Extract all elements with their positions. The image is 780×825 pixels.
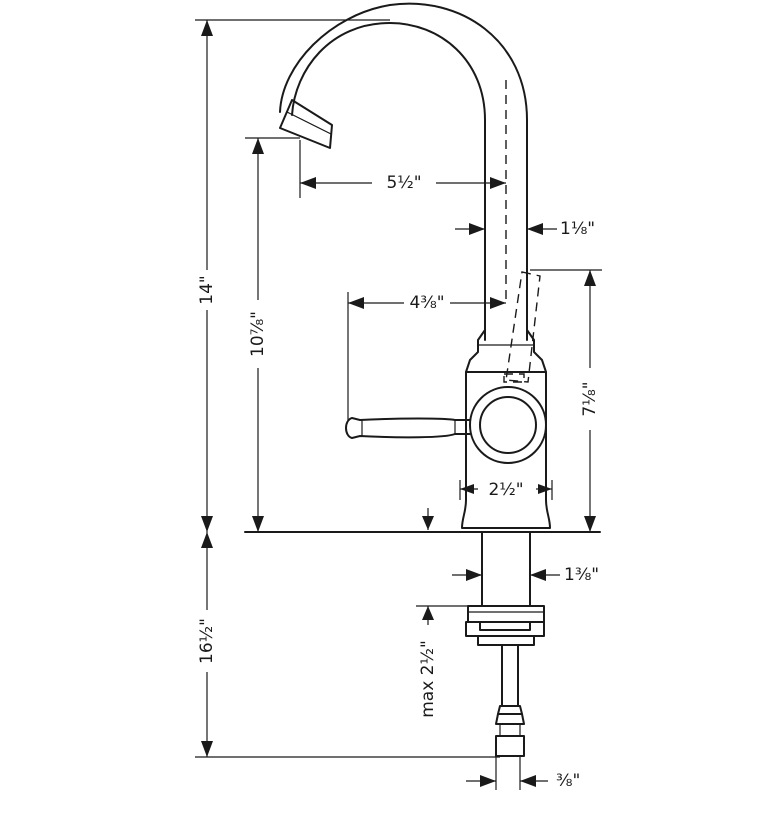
lever-range-dashed [505,271,541,383]
body-collar [465,329,547,373]
label-max-deck-thickness: max 2½" [418,640,438,718]
arrow-shank-left [466,569,482,581]
arrow-lever-top [584,270,596,286]
arrow-supply-left [480,775,496,787]
arrow-spout-height-bottom [252,516,264,532]
supply-crimp-2 [495,713,525,725]
nut-inner [479,621,531,631]
arrow-14-top [201,20,213,36]
arrow-14-bottom [201,516,213,532]
arrow-deck-ref [422,516,434,530]
mounting-washer [467,605,545,623]
faucet-body [461,371,551,529]
arrow-reach-left [300,177,316,189]
label-spout-height: 10⁷⁄₈" [248,311,268,357]
arrow-below-bottom [201,741,213,757]
arrow-base-right [538,484,552,494]
faucet-outline [244,2,601,757]
arrow-spout-height-top [252,138,264,154]
valve-housing [469,386,547,464]
label-below-deck: 16½" [197,618,217,664]
arrow-lever-bottom [584,516,596,532]
label-total-height: 14" [197,275,217,304]
arrow-spout-dia-left [469,223,485,235]
valve-cap [479,396,537,454]
nut-base [477,635,535,646]
label-handle-reach: 4⅜" [409,293,444,313]
arrow-reach-right [490,177,506,189]
spout-outlet [279,99,333,149]
supply-fitting [495,735,525,757]
lever-pivot-dashed [503,373,525,383]
arrow-base-left [460,484,474,494]
label-shank-diameter: 1⅜" [564,565,599,585]
spout-outer-edge [279,4,391,113]
dimension-lines: 14" 10⁷⁄₈" 5½" 1⅛" 4⅜" 7⅛" [195,19,602,791]
arrow-deck-thickness [422,606,434,620]
label-spout-reach: 5½" [386,173,421,193]
spout-outlet-ring [286,111,332,135]
label-supply-connection: ⅜" [556,771,580,791]
arrow-below-top [201,532,213,548]
arrow-handle-left [348,297,364,309]
handle-lever [345,417,471,439]
arrow-handle-right [490,297,506,309]
arrow-spout-dia-right [527,223,543,235]
spout-tube [291,22,486,341]
spout-tube-inner [389,2,528,341]
arrow-shank-right [530,569,546,581]
label-spout-diameter: 1⅛" [560,219,595,239]
label-lever-height: 7⅛" [580,381,600,416]
supply-crimp-1 [497,705,523,715]
arrow-supply-right [520,775,536,787]
label-base-diameter: 2½" [488,480,523,500]
